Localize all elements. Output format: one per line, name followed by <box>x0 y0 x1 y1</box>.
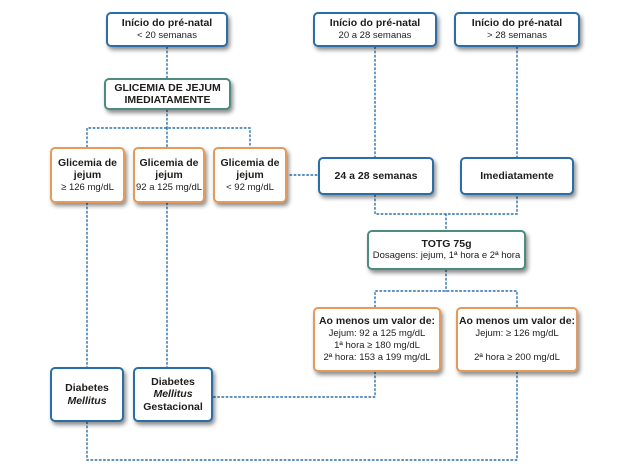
node-fasting-high-line2: jejum <box>73 169 102 181</box>
node-fasting-low-line1: Glicemia de <box>220 156 280 169</box>
node-fasting-low-line3: < 92 mg/dL <box>226 181 274 193</box>
node-fasting-low-line2: jejum <box>236 169 264 181</box>
node-fasting-high-line1: Glicemia de <box>58 156 117 169</box>
connector-to-totg <box>374 194 518 231</box>
node-gestational-diabetes-line1: Diabetes <box>151 375 195 388</box>
node-diabetes-criteria-title: Ao menos um valor de: <box>458 315 576 328</box>
node-start-lt20: Início do pré-natal < 20 semanas <box>106 12 228 47</box>
node-start-20-28: Início do pré-natal 20 a 28 semanas <box>313 12 437 47</box>
node-totg-sub: Dosagens: jejum, 1ª hora e 2ª hora <box>372 250 521 262</box>
node-gestational-criteria-line1: Jejum: 92 a 125 mg/dL <box>328 327 426 339</box>
node-diabetes-mellitus-line2: Mellitus <box>67 394 107 407</box>
node-start-gt28-title: Início do pré-natal <box>471 17 563 30</box>
node-fasting-high: Glicemia de jejum ≥ 126 mg/dL <box>50 147 125 203</box>
node-fasting-high-line3: ≥ 126 mg/dL <box>61 181 114 193</box>
node-start-20-28-sub: 20 a 28 semanas <box>338 29 412 41</box>
node-diabetes-criteria-line1: Jejum: ≥ 126 mg/dL <box>475 327 559 339</box>
node-fasting-immediately-line1: GLICEMIA DE JEJUM <box>114 81 221 94</box>
node-fasting-immediately: GLICEMIA DE JEJUM IMEDIATAMENTE <box>104 78 231 110</box>
node-diabetes-mellitus: Diabetes Mellitus <box>50 367 124 422</box>
node-start-lt20-sub: < 20 semanas <box>137 29 197 41</box>
node-gestational-criteria: Ao menos um valor de: Jejum: 92 a 125 mg… <box>313 307 441 372</box>
node-gestational-diabetes-line2: Mellitus <box>153 388 193 401</box>
connector-dmcrit-to-dm <box>86 371 518 461</box>
node-start-gt28: Início do pré-natal > 28 semanas <box>454 12 580 47</box>
node-fasting-mid-line2: jejum <box>155 169 183 181</box>
node-gestational-diabetes: Diabetes Mellitus Gestacional <box>133 367 213 422</box>
node-start-lt20-title: Início do pré-natal <box>121 17 213 30</box>
node-24-28-weeks: 24 a 28 semanas <box>318 157 434 195</box>
node-gestational-diabetes-line3: Gestacional <box>143 400 203 413</box>
connector-gest-to-dmg <box>212 371 376 398</box>
node-24-28-weeks-label: 24 a 28 semanas <box>334 169 418 182</box>
node-totg: TOTG 75g Dosagens: jejum, 1ª hora e 2ª h… <box>367 230 526 270</box>
node-immediately: Imediatamente <box>460 157 574 195</box>
node-diabetes-criteria-line2: 2ª hora ≥ 200 mg/dL <box>474 351 560 363</box>
node-diabetes-criteria-spacer <box>516 340 519 352</box>
node-diabetes-criteria: Ao menos um valor de: Jejum: ≥ 126 mg/dL… <box>456 307 578 372</box>
node-diabetes-mellitus-line1: Diabetes <box>65 382 109 394</box>
node-start-gt28-sub: > 28 semanas <box>487 29 547 41</box>
node-fasting-low: Glicemia de jejum < 92 mg/dL <box>213 147 287 203</box>
node-fasting-mid: Glicemia de jejum 92 a 125 mg/dL <box>133 147 205 203</box>
node-gestational-criteria-title: Ao menos um valor de: <box>318 315 436 328</box>
node-immediately-label: Imediatamente <box>480 169 554 182</box>
connector-fasting-split <box>86 109 251 148</box>
node-fasting-mid-line1: Glicemia de <box>139 156 199 169</box>
node-gestational-criteria-line3: 2ª hora: 153 a 199 mg/dL <box>323 351 431 363</box>
node-start-20-28-title: Início do pré-natal <box>329 17 421 30</box>
node-fasting-mid-line3: 92 a 125 mg/dL <box>135 181 203 193</box>
node-gestational-criteria-line2: 1ª hora ≥ 180 mg/dL <box>334 339 420 351</box>
node-totg-title: TOTG 75g <box>421 237 472 250</box>
node-fasting-immediately-line2: IMEDIATAMENTE <box>124 94 211 106</box>
connector-totg-split <box>374 269 518 308</box>
